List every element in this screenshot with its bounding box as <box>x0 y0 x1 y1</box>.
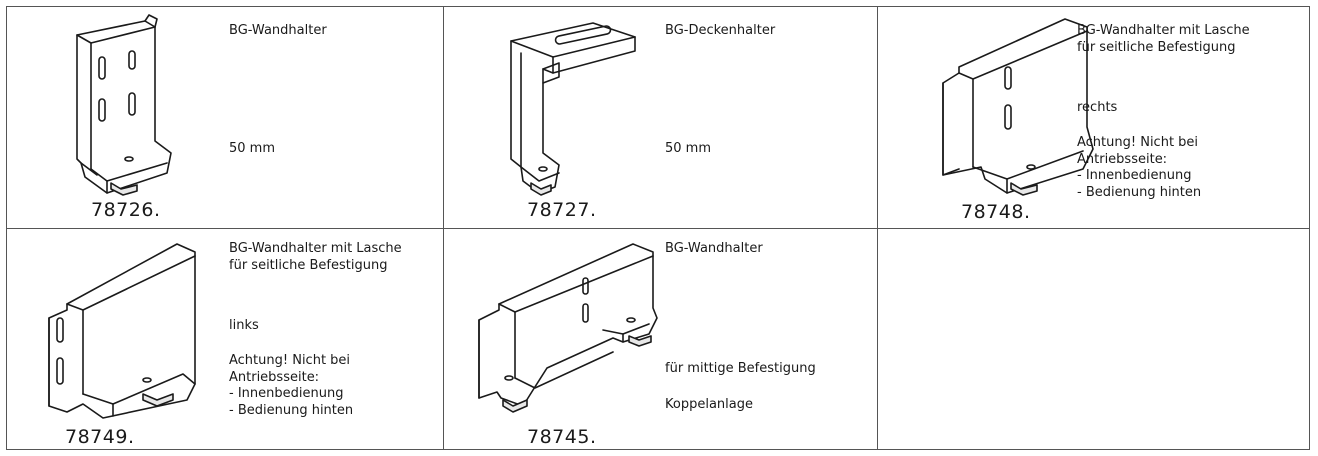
product-note: - Innenbedienung <box>229 386 344 401</box>
product-title: BG-Deckenhalter <box>665 23 776 38</box>
wall-bracket-center-icon <box>478 243 658 413</box>
product-note: Achtung! Nicht bei <box>1077 135 1199 150</box>
product-title: BG-Wandhalter <box>665 241 763 256</box>
ceiling-bracket-icon <box>510 22 636 196</box>
column-divider <box>443 7 444 449</box>
product-number: 78749. <box>65 426 135 448</box>
product-mounting: für mittige Befestigung <box>665 361 816 376</box>
product-application: Koppelanlage <box>665 397 753 412</box>
row-divider <box>7 228 1309 229</box>
product-cell-78745: 78745. BG-Wandhalter für mittige Befesti… <box>443 228 877 451</box>
product-number: 78727. <box>527 199 597 221</box>
product-note: - Innenbedienung <box>1077 168 1192 183</box>
product-side: links <box>229 318 259 333</box>
product-note: - Bedienung hinten <box>229 403 354 418</box>
product-cell-78749: 78749. BG-Wandhalter mit Lasche für seit… <box>7 228 443 451</box>
product-number: 78748. <box>961 201 1031 223</box>
product-title: BG-Wandhalter mit Lasche <box>229 241 402 256</box>
product-cell-78727: 78727. BG-Deckenhalter 50 mm <box>443 7 877 228</box>
wall-bracket-icon <box>76 14 172 196</box>
product-cell-78748: 78748. BG-Wandhalter mit Lasche für seit… <box>877 7 1311 228</box>
product-size: 50 mm <box>665 141 712 156</box>
empty-cell <box>877 228 1311 451</box>
product-number: 78745. <box>527 426 597 448</box>
product-side: rechts <box>1077 100 1118 115</box>
product-note: Achtung! Nicht bei <box>229 353 351 368</box>
product-note: Antriebsseite: <box>229 370 320 385</box>
product-title: BG-Wandhalter <box>229 23 327 38</box>
product-note: Antriebsseite: <box>1077 152 1168 167</box>
product-subtitle: für seitliche Befestigung <box>229 258 388 273</box>
wall-bracket-tab-right-icon <box>942 18 1094 196</box>
product-subtitle: für seitliche Befestigung <box>1077 40 1236 55</box>
column-divider <box>877 7 878 449</box>
product-note: - Bedienung hinten <box>1077 185 1202 200</box>
product-size: 50 mm <box>229 141 276 156</box>
product-cell-78726: 78726. BG-Wandhalter 50 mm <box>7 7 443 228</box>
wall-bracket-tab-left-icon <box>48 243 196 419</box>
product-title: BG-Wandhalter mit Lasche <box>1077 23 1250 38</box>
product-table: 78726. BG-Wandhalter 50 mm 78727. BG-Dec… <box>6 6 1310 450</box>
product-number: 78726. <box>91 199 161 221</box>
